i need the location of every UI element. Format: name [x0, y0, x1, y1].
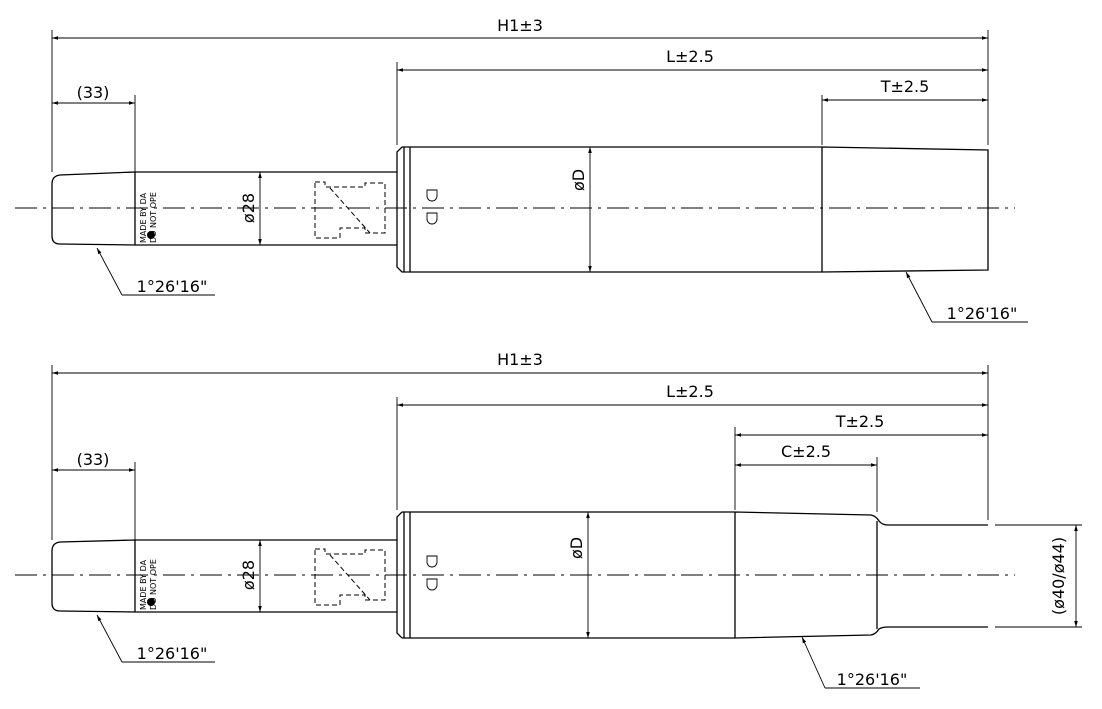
- l-label: L±2.5: [666, 382, 714, 401]
- l-label: L±2.5: [666, 47, 714, 66]
- h1-label: H1±3: [497, 350, 543, 369]
- body-diameter-label: øD: [569, 169, 588, 191]
- cylinder-body: [396, 146, 989, 273]
- angle-label-right: 1°26'16": [947, 304, 1018, 323]
- angle-label-left: 1°26'16": [137, 277, 208, 296]
- marking-text: DO NOT OPE: [149, 559, 158, 610]
- piston-rod: [51, 171, 397, 246]
- end-diameter-label: (ø40/ø44): [1049, 537, 1068, 615]
- rod-diameter-label: ø28: [239, 560, 258, 590]
- t-label: T±2.5: [835, 412, 885, 431]
- top-view: H1±3 L±2.5 T±2.5 (33) MADE BY DA DO NOT …: [15, 16, 1028, 323]
- logo-icon: [147, 598, 155, 606]
- bottom-view: H1±3 L±2.5 T±2.5 C±2.5 (33) MADE BY DA D…: [15, 350, 1082, 689]
- marking-icon: [426, 189, 438, 225]
- marking-text: DO NOT OPE: [149, 192, 158, 243]
- cylinder-body: [396, 511, 988, 639]
- t-label: T±2.5: [880, 77, 930, 96]
- h1-label: H1±3: [497, 16, 543, 35]
- offset-label: (33): [77, 83, 110, 102]
- hidden-piston: [314, 181, 386, 239]
- logo-icon: [147, 231, 155, 239]
- offset-label: (33): [77, 450, 110, 469]
- body-diameter-label: øD: [567, 537, 586, 559]
- marking-text: MADE BY DA: [139, 559, 148, 610]
- marking-text: MADE BY DA: [139, 192, 148, 243]
- angle-label-left: 1°26'16": [137, 644, 208, 663]
- angle-label-right: 1°26'16": [837, 670, 908, 689]
- c-label: C±2.5: [781, 442, 831, 461]
- rod-diameter-label: ø28: [239, 193, 258, 223]
